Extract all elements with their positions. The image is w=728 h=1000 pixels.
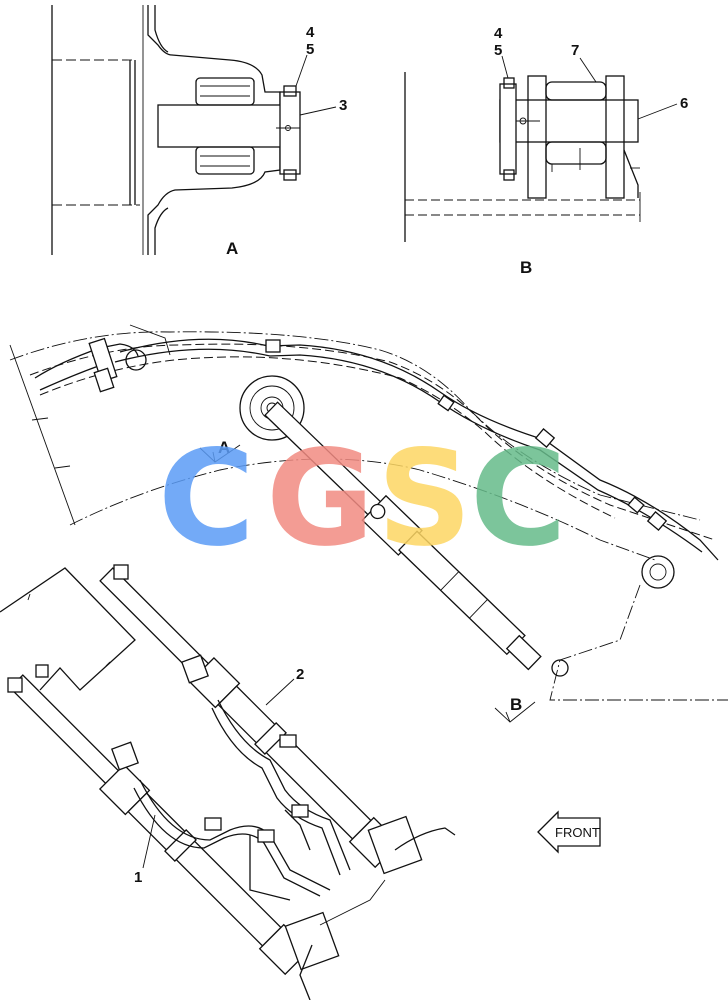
watermark-letter-c2: C xyxy=(470,422,567,576)
watermark: C G S C xyxy=(158,422,567,576)
callout-1: 1 xyxy=(134,869,142,886)
view-b-callout-6: 6 xyxy=(680,95,688,112)
view-a-callout-3: 3 xyxy=(339,97,347,114)
section-marker-a: A xyxy=(218,438,230,457)
callout-2: 2 xyxy=(296,666,304,683)
watermark-letter-s: S xyxy=(377,422,472,576)
view-b-callout-4: 4 xyxy=(494,25,503,42)
view-a-callout-4: 4 xyxy=(306,24,315,41)
view-a-callout-5: 5 xyxy=(306,41,314,58)
view-b-label: B xyxy=(520,258,532,277)
detail-view-a: 4 5 3 A xyxy=(51,5,347,258)
view-a-label: A xyxy=(226,239,238,258)
front-label: FRONT xyxy=(555,825,600,840)
section-marker-b: B xyxy=(510,695,522,714)
boom-assembly: A B xyxy=(9,324,728,723)
front-arrow: FRONT xyxy=(537,810,601,854)
detail-view-b: 4 5 7 6 B xyxy=(404,25,688,277)
watermark-letter-g: G xyxy=(266,422,374,576)
boom-cylinders: 2 1 xyxy=(0,564,456,1000)
view-b-callout-7: 7 xyxy=(571,42,579,59)
view-b-callout-5: 5 xyxy=(494,42,502,59)
watermark-letter-c: C xyxy=(158,422,255,576)
